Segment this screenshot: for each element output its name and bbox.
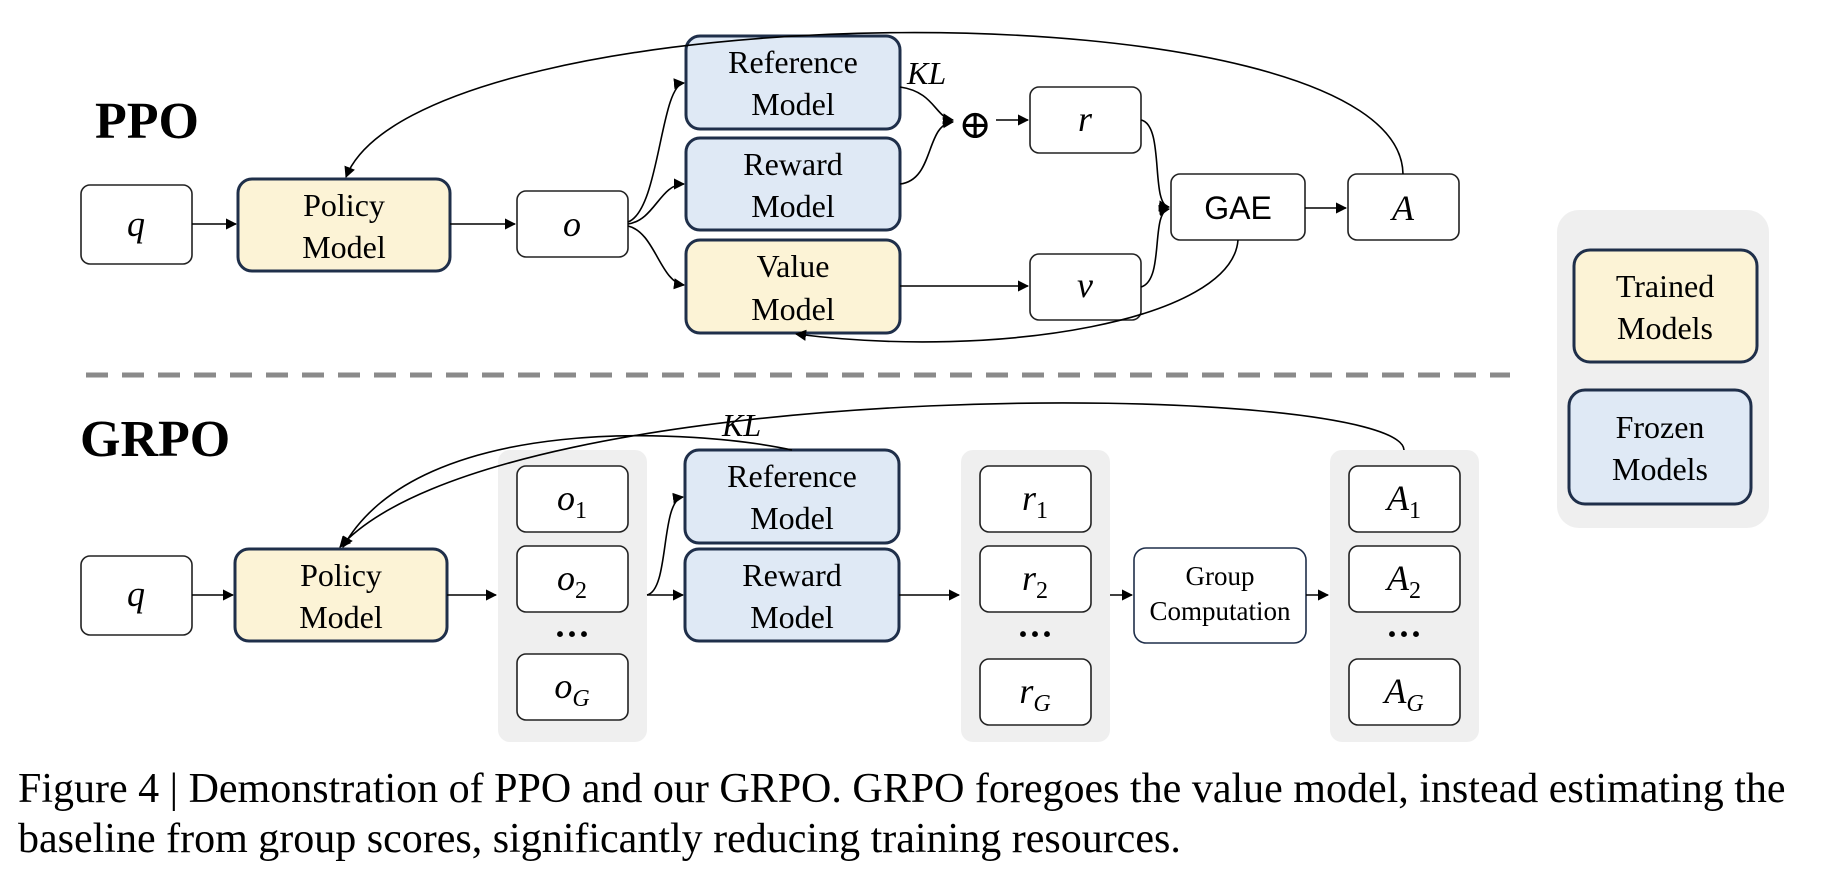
- ppo-policy-model-label-1: Policy: [303, 187, 385, 223]
- legend-frozen-label-2: Models: [1612, 451, 1708, 487]
- ppo-reference-model-label-2: Model: [751, 86, 835, 122]
- ppo-kl-label: KL: [906, 55, 946, 91]
- grpo-policy-model-label-2: Model: [299, 599, 383, 635]
- grpo-group-computation-label-1: Group: [1186, 561, 1255, 591]
- grpo-r2-label: r2: [1022, 558, 1048, 604]
- grpo-rG-label: rG: [1019, 671, 1050, 717]
- grpo-oG-box: [516, 653, 629, 721]
- grpo-title: GRPO: [80, 411, 230, 468]
- grpo-a2-label: A2: [1385, 558, 1421, 604]
- grpo-o2-box: [516, 545, 629, 613]
- grpo-o-ellipsis: ···: [554, 614, 590, 654]
- grpo-r1-label: r1: [1022, 478, 1048, 524]
- grpo-aG-label: AG: [1382, 671, 1423, 717]
- ppo-v-label: v: [1077, 265, 1093, 305]
- grpo-r2-box: [979, 545, 1092, 613]
- grpo-arrow-a-policy: [339, 402, 1405, 548]
- ppo-arrow-o-reward: [627, 178, 686, 225]
- grpo-rG-box: [979, 658, 1092, 726]
- grpo-kl-label: KL: [721, 407, 761, 443]
- grpo-group-computation-label-2: Computation: [1150, 596, 1291, 626]
- ppo-arrow-gae-value: [794, 239, 1239, 343]
- grpo-r1-box: [979, 465, 1092, 533]
- grpo-a1-label: A1: [1385, 478, 1421, 524]
- ppo-reward-model-label-1: Reward: [743, 146, 843, 182]
- grpo-arrow-reference-policy: [342, 434, 793, 548]
- ppo-arrow-a-policy: [344, 31, 1404, 179]
- legend: Trained Models Frozen Models: [1557, 210, 1769, 528]
- grpo-reward-model-label-1: Reward: [742, 557, 842, 593]
- ppo-value-model-label-2: Model: [751, 291, 835, 327]
- grpo-section: q Policy Model o1 o2 ··· oG Reference Mo…: [80, 402, 1479, 742]
- ppo-value-model-label-1: Value: [757, 248, 830, 284]
- ppo-grpo-diagram: PPO GRPO q Policy Model o Reference Mode…: [80, 31, 1769, 742]
- grpo-r-ellipsis: ···: [1017, 614, 1053, 654]
- ppo-title: PPO: [95, 93, 199, 150]
- legend-frozen-label-1: Frozen: [1616, 409, 1705, 445]
- ppo-o-label: o: [563, 204, 581, 244]
- grpo-oG-label: oG: [554, 666, 589, 712]
- grpo-policy-model-label-1: Policy: [300, 557, 382, 593]
- ppo-reference-model-label-1: Reference: [728, 44, 858, 80]
- grpo-a2-box: [1348, 545, 1461, 613]
- grpo-o1-box: [516, 465, 629, 533]
- figure-caption: Figure 4 | Demonstration of PPO and our …: [18, 766, 1786, 862]
- grpo-reference-model-label-1: Reference: [727, 458, 857, 494]
- ppo-policy-model-box: [236, 177, 452, 273]
- ppo-arrow-reward-plus: [899, 117, 955, 185]
- grpo-aG-box: [1348, 658, 1461, 726]
- grpo-o2-label: o2: [557, 558, 587, 604]
- ppo-q-label: q: [127, 204, 145, 244]
- ppo-arrow-v-gae: [1140, 205, 1171, 288]
- ppo-arrow-r-gae: [1140, 119, 1171, 212]
- ppo-arrow-reference-plus: [899, 86, 955, 125]
- ppo-r-label: r: [1078, 99, 1093, 139]
- ppo-plus-icon: ⊕: [958, 102, 992, 147]
- grpo-arrows: [192, 402, 1405, 601]
- legend-trained-box: [1572, 248, 1759, 364]
- ppo-gae-label: GAE: [1204, 190, 1272, 226]
- grpo-reference-model-label-2: Model: [750, 500, 834, 536]
- grpo-a1-box: [1348, 465, 1461, 533]
- ppo-a-label: A: [1390, 188, 1415, 228]
- grpo-a-ellipsis: ···: [1386, 614, 1422, 654]
- ppo-section: q Policy Model o Reference Model Reward …: [80, 31, 1460, 343]
- legend-trained-label-2: Models: [1617, 310, 1713, 346]
- ppo-policy-model-label-2: Model: [302, 229, 386, 265]
- ppo-a-box: [1347, 173, 1460, 241]
- legend-frozen-box: [1567, 388, 1753, 506]
- ppo-arrows: [192, 31, 1404, 343]
- grpo-reward-model-label-2: Model: [750, 599, 834, 635]
- ppo-reward-model-label-2: Model: [751, 188, 835, 224]
- grpo-o1-label: o1: [557, 478, 587, 524]
- ppo-arrow-o-reference: [627, 78, 686, 223]
- ppo-arrow-o-value: [627, 225, 686, 290]
- grpo-q-label: q: [127, 574, 145, 614]
- legend-trained-label-1: Trained: [1616, 268, 1714, 304]
- grpo-arrow-o-reference: [646, 492, 685, 596]
